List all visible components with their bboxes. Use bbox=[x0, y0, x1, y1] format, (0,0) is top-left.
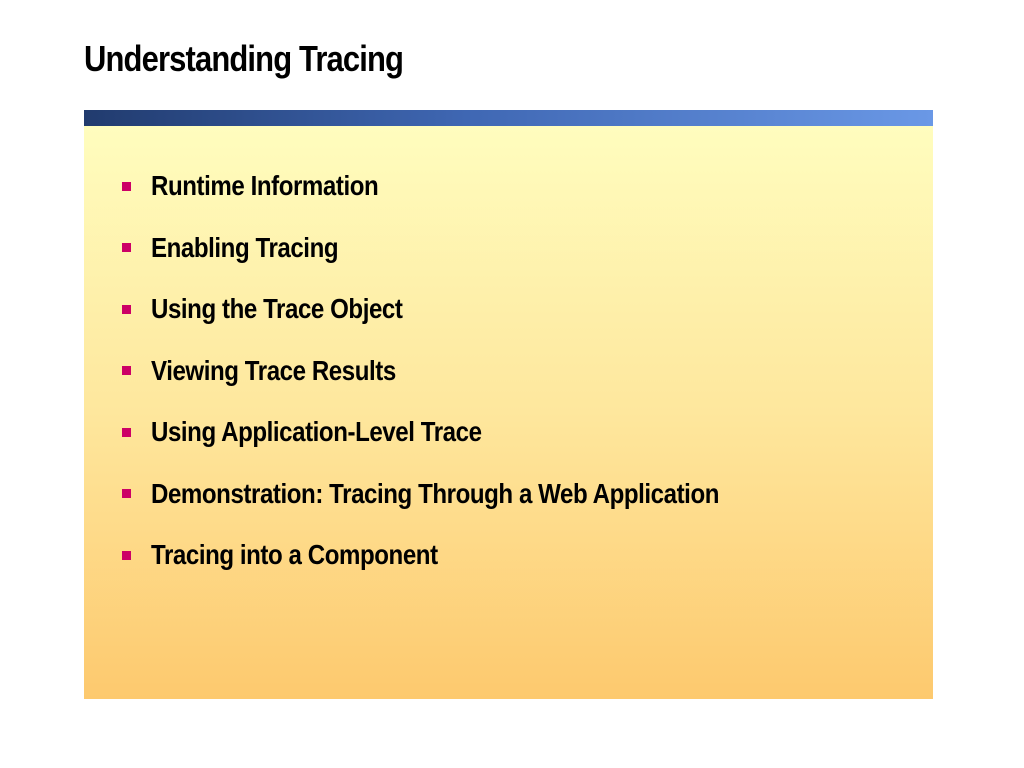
bullet-item: Using Application-Level Trace bbox=[122, 412, 811, 452]
bullet-item: Using the Trace Object bbox=[122, 289, 811, 329]
bullet-item: Viewing Trace Results bbox=[122, 351, 811, 391]
bullet-text: Demonstration: Tracing Through a Web App… bbox=[151, 477, 720, 509]
bullet-text: Tracing into a Component bbox=[151, 539, 438, 570]
bullet-list: Runtime Information Enabling Tracing Usi… bbox=[122, 166, 811, 597]
square-bullet-icon bbox=[122, 550, 131, 560]
square-bullet-icon bbox=[122, 427, 131, 437]
bullet-text: Runtime Information bbox=[151, 170, 379, 201]
bullet-item: Enabling Tracing bbox=[122, 228, 811, 268]
square-bullet-icon bbox=[122, 243, 131, 252]
square-bullet-icon bbox=[122, 489, 131, 498]
bullet-text: Viewing Trace Results bbox=[151, 354, 396, 386]
square-bullet-icon bbox=[122, 181, 131, 191]
bullet-item: Demonstration: Tracing Through a Web App… bbox=[122, 474, 811, 514]
bullet-text: Using Application-Level Trace bbox=[151, 416, 482, 447]
bullet-text: Enabling Tracing bbox=[151, 231, 339, 263]
slide-title: Understanding Tracing bbox=[84, 38, 404, 79]
bullet-text: Using the Trace Object bbox=[151, 293, 403, 324]
square-bullet-icon bbox=[122, 366, 131, 375]
content-panel: Runtime Information Enabling Tracing Usi… bbox=[84, 126, 933, 699]
square-bullet-icon bbox=[122, 304, 131, 314]
bullet-item: Tracing into a Component bbox=[122, 535, 811, 575]
title-gradient-bar bbox=[84, 110, 933, 126]
bullet-item: Runtime Information bbox=[122, 166, 811, 206]
